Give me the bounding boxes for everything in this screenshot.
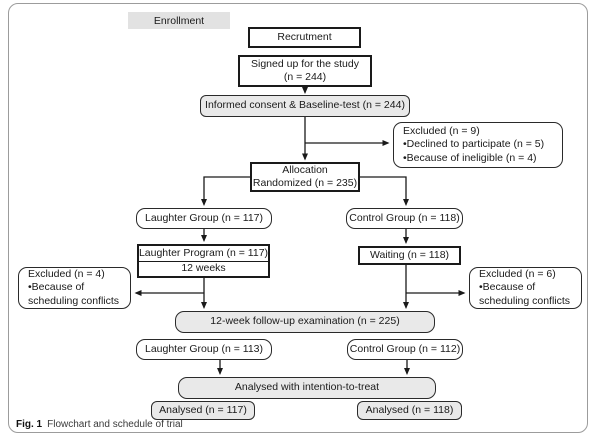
laughter-program-line2: 12 weeks	[181, 262, 226, 275]
control-group-after-label: Control Group (n = 112)	[349, 342, 461, 355]
recruitment-label: Recrutment	[277, 30, 332, 43]
laughter-group-box: Laughter Group (n = 117)	[136, 208, 272, 229]
allocation-line1: Allocation	[282, 163, 328, 176]
laughter-group-label: Laughter Group (n = 117)	[144, 211, 263, 224]
laughter-group-after-box: Laughter Group (n = 113)	[136, 339, 272, 360]
followup-label: 12-week follow-up examination (n = 225)	[210, 315, 400, 328]
excluded-right-box: Excluded (n = 6) •Because of scheduling …	[469, 267, 582, 309]
laughter-program-duration-cell: 12 weeks	[139, 262, 268, 276]
laughter-program-title-cell: Laughter Program (n = 117)	[139, 246, 268, 262]
excluded-right-line3: scheduling conflicts	[479, 294, 571, 307]
excluded-left-title: Excluded (n = 4)	[28, 268, 105, 281]
excluded-right-line2: •Because of	[479, 281, 536, 294]
waiting-label: Waiting (n = 118)	[369, 248, 450, 261]
analysed-left-label: Analysed (n = 117)	[159, 403, 247, 416]
excluded-left-line3: scheduling conflicts	[28, 294, 120, 307]
allocation-box: Allocation Randomized (n = 235)	[250, 162, 360, 192]
excluded-baseline-box: Excluded (n = 9) •Declined to participat…	[393, 122, 563, 168]
informed-consent-box: Informed consent & Baseline-test (n = 24…	[200, 95, 410, 117]
signed-up-line1: Signed up for the study	[251, 57, 359, 70]
excluded-baseline-item1: •Declined to participate (n = 5)	[403, 138, 545, 151]
analysed-right-box: Analysed (n = 118)	[357, 401, 462, 420]
analysed-left-box: Analysed (n = 117)	[151, 401, 255, 420]
figure-caption-text: Flowchart and schedule of trial	[47, 419, 183, 430]
waiting-box: Waiting (n = 118)	[358, 246, 461, 265]
allocation-line2: Randomized (n = 235)	[252, 177, 358, 189]
laughter-group-after-label: Laughter Group (n = 113)	[144, 342, 263, 355]
laughter-program-line1: Laughter Program (n = 117)	[138, 246, 269, 259]
excluded-baseline-item2: •Because of ineligible (n = 4)	[403, 151, 537, 164]
laughter-program-box: Laughter Program (n = 117) 12 weeks	[137, 244, 270, 278]
figure-caption-label: Fig. 1	[16, 419, 43, 430]
signed-up-box: Signed up for the study (n = 244)	[238, 55, 372, 87]
excluded-left-box: Excluded (n = 4) •Because of scheduling …	[18, 267, 131, 309]
section-label-text: Enrollment	[153, 14, 205, 27]
excluded-left-line2: •Because of	[28, 281, 85, 294]
followup-box: 12-week follow-up examination (n = 225)	[175, 311, 435, 333]
signed-up-line2: (n = 244)	[283, 71, 327, 83]
section-label-enrollment: Enrollment	[128, 12, 230, 29]
figure-caption: Fig. 1 Flowchart and schedule of trial	[16, 419, 183, 430]
informed-consent-label: Informed consent & Baseline-test (n = 24…	[205, 99, 405, 112]
control-group-label: Control Group (n = 118)	[349, 211, 460, 224]
analysed-right-label: Analysed (n = 118)	[365, 403, 454, 416]
excluded-baseline-title: Excluded (n = 9)	[403, 125, 480, 138]
recruitment-box: Recrutment	[248, 27, 361, 48]
excluded-right-title: Excluded (n = 6)	[479, 268, 556, 281]
itt-label: Analysed with intention-to-treat	[234, 381, 380, 394]
control-group-after-box: Control Group (n = 112)	[347, 339, 463, 360]
control-group-box: Control Group (n = 118)	[346, 208, 463, 229]
itt-box: Analysed with intention-to-treat	[178, 377, 436, 399]
